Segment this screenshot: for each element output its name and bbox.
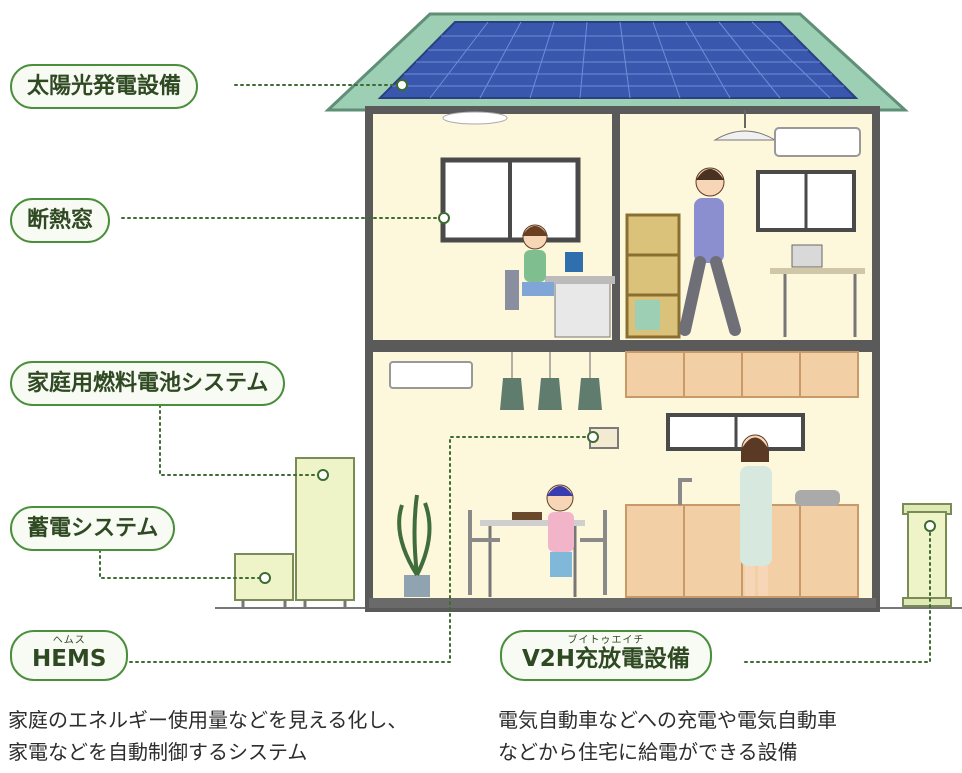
solar-panel: [377, 21, 859, 99]
label-storage-system-text: 蓄電システム: [27, 516, 159, 541]
hems-description: 家庭のエネルギー使用量などを見える化し、 家電などを自動制御するシステム: [8, 704, 407, 768]
label-fuel-cell-text: 家庭用燃料電池システム: [27, 371, 269, 396]
boy-figure: [512, 484, 574, 577]
storage-battery-unit: [234, 553, 294, 607]
air-conditioner-downstairs: [389, 361, 473, 389]
label-v2h-ruby: ブイトゥエイチ: [567, 635, 645, 646]
laptop-desk: [770, 244, 865, 337]
label-hems: ヘムス HEMS: [10, 630, 129, 681]
pendant-lamps: [500, 352, 602, 410]
v2h-description-line-1: 電気自動車などへの充電や電気自動車: [498, 708, 837, 732]
kitchen-upper-cabinets: [625, 351, 859, 398]
label-solar-power: 太陽光発電設備: [10, 64, 199, 109]
girl-studying-figure: [505, 224, 615, 338]
label-v2h: ブイトゥエイチ V2H充放電設備: [500, 630, 713, 681]
hems-description-line-1: 家庭のエネルギー使用量などを見える化し、: [8, 708, 408, 732]
potted-plant-icon: [397, 494, 432, 597]
v2h-description: 電気自動車などへの充電や電気自動車 などから住宅に給電ができる設備: [498, 704, 837, 768]
leader-lines: [99, 84, 931, 663]
label-fuel-cell: 家庭用燃料電池システム: [10, 361, 286, 406]
label-storage-system: 蓄電システム: [10, 506, 176, 551]
woman-cooking-figure: [740, 434, 772, 596]
v2h-charger-unit: [902, 503, 952, 607]
air-conditioner: [774, 127, 861, 157]
label-hems-text: HEMS: [32, 646, 107, 672]
fuel-cell-unit: [295, 457, 355, 607]
insulated-window: [440, 157, 581, 243]
label-v2h-text: V2H充放電設備: [522, 646, 691, 672]
ceiling-light-icon: [442, 111, 508, 125]
label-insulated-window-text: 断熱窓: [27, 208, 94, 233]
leader-endpoints: [259, 79, 936, 584]
bookshelf: [625, 213, 681, 339]
label-insulated-window: 断熱窓: [10, 198, 111, 243]
window-upstairs-right: [756, 170, 856, 232]
hems-description-line-2: 家電などを自動制御するシステム: [8, 740, 308, 764]
v2h-description-line-2: などから住宅に給電ができる設備: [498, 740, 798, 764]
dining-area: [468, 510, 607, 597]
label-solar-power-text: 太陽光発電設備: [27, 74, 182, 99]
kitchen-window: [666, 413, 805, 451]
man-walking-figure: [679, 167, 741, 336]
label-hems-ruby: ヘムス: [52, 635, 86, 646]
